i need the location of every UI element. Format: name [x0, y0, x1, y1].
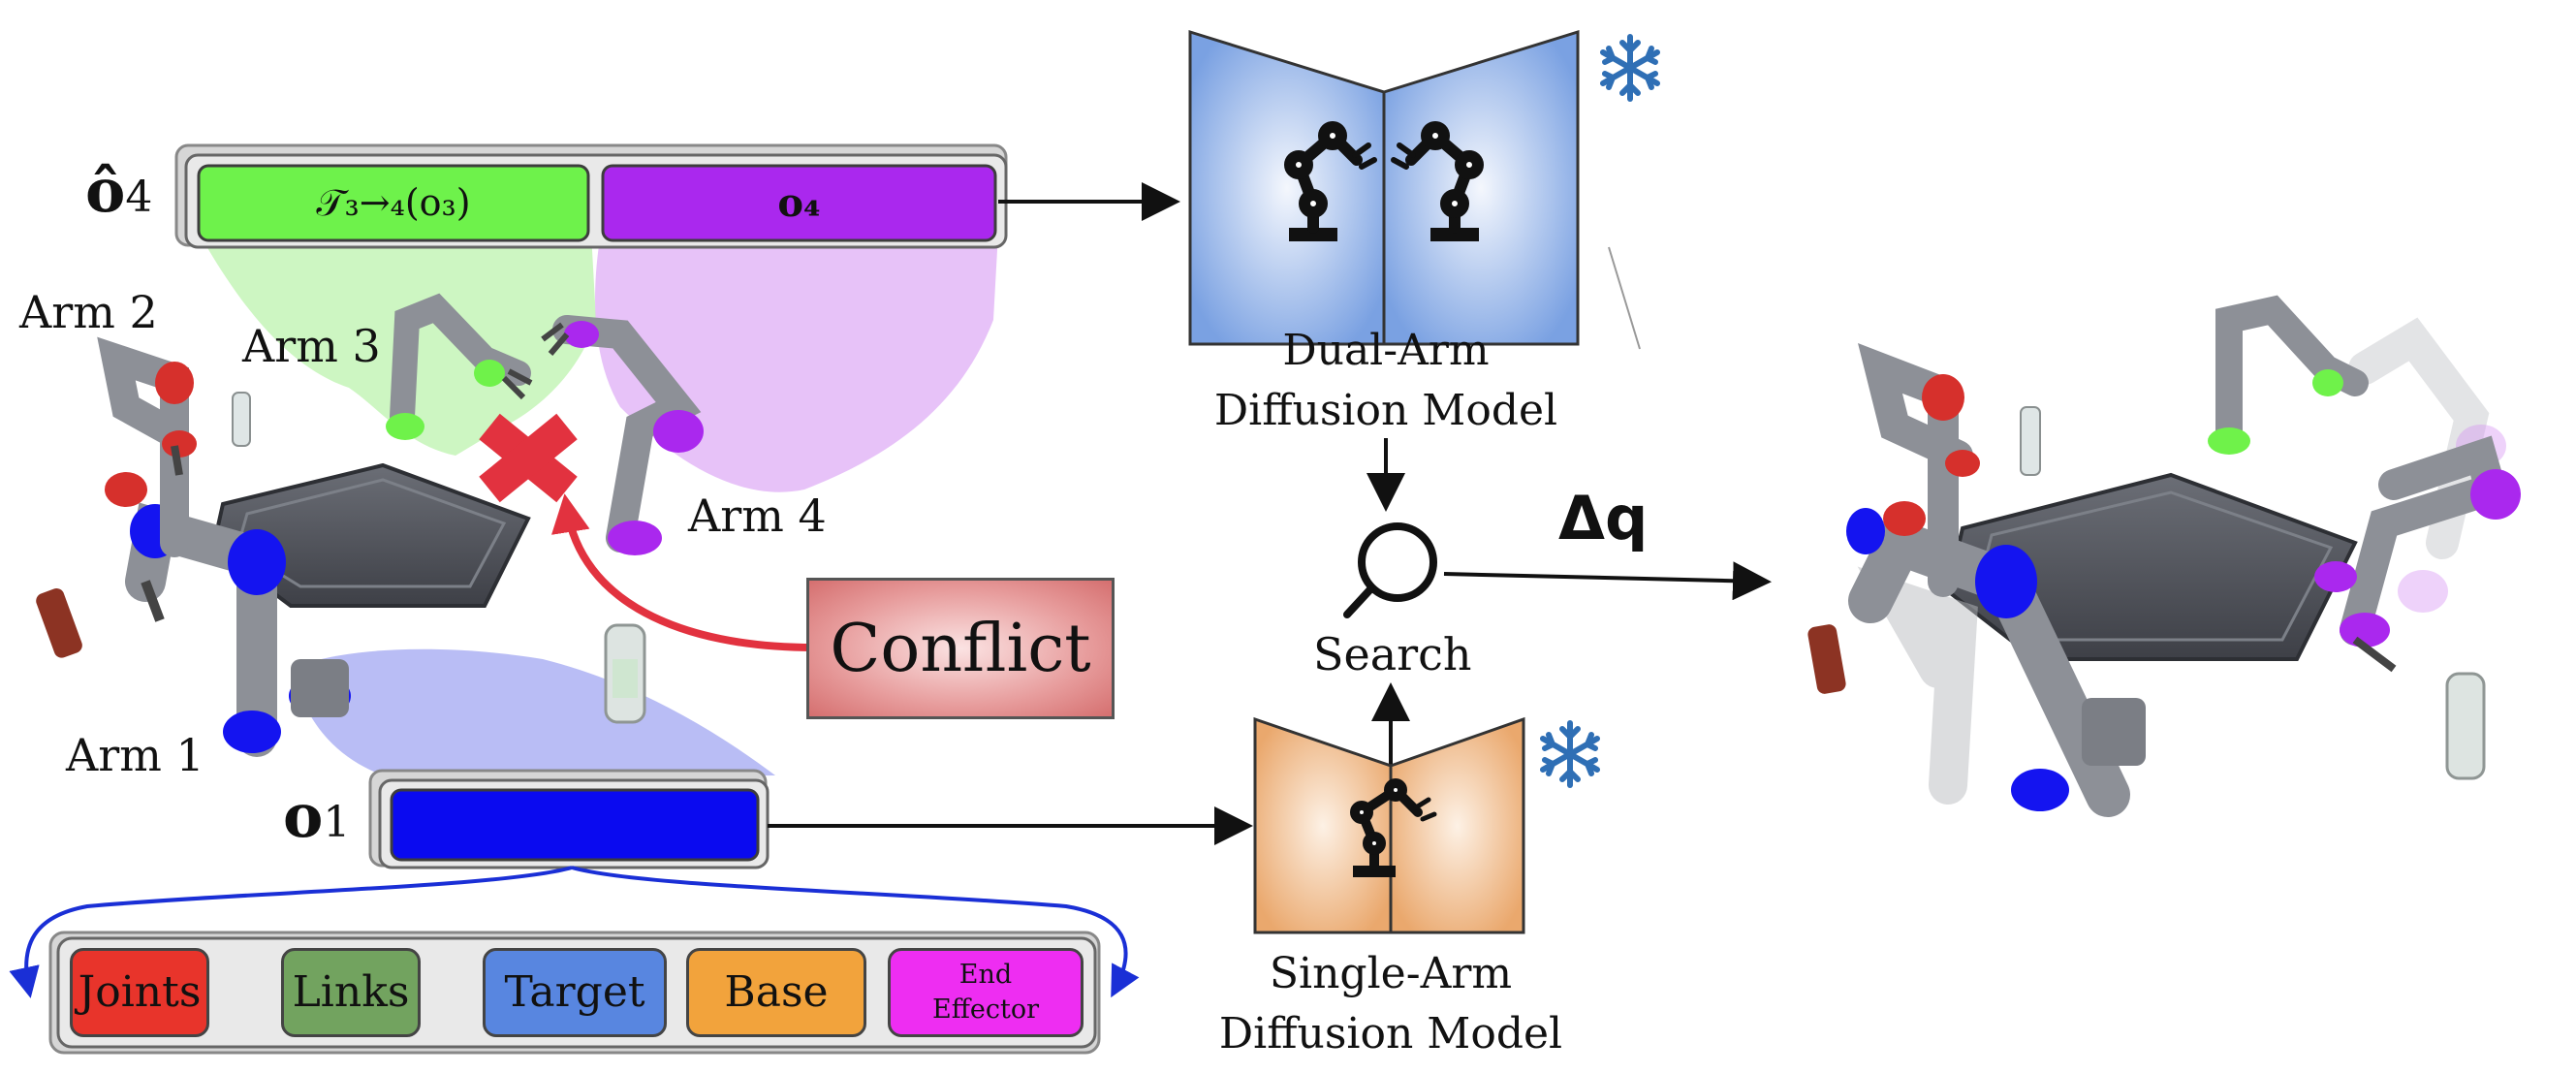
- feature-chip-label: Base: [724, 967, 829, 1017]
- left-scene: [36, 293, 704, 757]
- single-arm-diffusion-model: [1253, 716, 1525, 934]
- robot-arm-icon: [1350, 778, 1437, 877]
- bottle: [232, 392, 251, 447]
- o4hat-own-label: o₄: [777, 180, 821, 226]
- conflict-box: Conflict: [806, 578, 1115, 719]
- arm1-label: Arm 1: [66, 729, 204, 781]
- dual-model-label: Dual-Arm Diffusion Model: [1202, 321, 1570, 441]
- feature-chip-base: Base: [686, 948, 866, 1037]
- delta-q-label: Δq: [1558, 483, 1649, 553]
- feature-chip-label: Target: [504, 967, 645, 1017]
- single-model-label: Single-Arm Diffusion Model: [1207, 944, 1575, 1064]
- arm3-label: Arm 3: [242, 320, 381, 372]
- dual-model-label-line2: Diffusion Model: [1213, 386, 1558, 435]
- o1-to-features-left-arrow: [9, 866, 573, 998]
- arm2-label: Arm 2: [19, 286, 158, 338]
- o4hat-own-segment: [601, 164, 997, 242]
- o4hat-label: ô4: [85, 155, 152, 226]
- feature-chip-end-effector: End Effector: [888, 948, 1084, 1037]
- o1-segment: [390, 788, 760, 862]
- cross-icon: [479, 413, 578, 503]
- single-model-label-line2: Diffusion Model: [1218, 1009, 1563, 1058]
- o4hat-symbol: ô: [85, 155, 126, 226]
- arm4-label: Arm 4: [688, 490, 827, 542]
- conflict-arrow: [551, 493, 815, 651]
- feature-chip-label: End Effector: [931, 960, 1039, 1025]
- o1-symbol: o: [283, 780, 324, 851]
- feature-chip-links: Links: [281, 948, 421, 1037]
- bottle: [2020, 406, 2041, 476]
- o4hat-transform-label: 𝒯₃→₄(o₃): [316, 181, 471, 224]
- dual-arm-diffusion-model: [1188, 29, 1641, 350]
- feature-chip-target: Target: [483, 948, 667, 1037]
- dual-model-label-line1: Dual-Arm: [1282, 326, 1490, 375]
- o4hat-subscript: 4: [125, 173, 153, 222]
- snowflake-icon: [1540, 720, 1600, 788]
- o1-label: o1: [283, 780, 350, 851]
- feature-chip-label: Joints: [78, 967, 202, 1017]
- feature-chip-joints: Joints: [70, 948, 209, 1037]
- o1-to-features-right-arrow: [571, 866, 1140, 998]
- cup: [36, 588, 82, 658]
- snowflake-icon: [1600, 34, 1660, 102]
- o1-subscript: 1: [323, 798, 351, 847]
- robot-arm-icon: [1284, 121, 1377, 241]
- cup: [1807, 624, 1846, 694]
- feature-chip-label: Links: [292, 967, 410, 1017]
- robot-arm-icon: [1391, 121, 1484, 241]
- single-model-label-line1: Single-Arm: [1269, 949, 1513, 998]
- magnifier-icon: [1343, 522, 1437, 618]
- search-label: Search: [1313, 628, 1472, 680]
- search-to-result-arrow: [1443, 561, 1772, 601]
- o4hat-transform-segment: [197, 164, 590, 242]
- arm1-workspace-region: [291, 648, 775, 780]
- conflict-label: Conflict: [830, 610, 1091, 687]
- bottle: [2445, 672, 2486, 780]
- right-scene: [1807, 295, 2521, 817]
